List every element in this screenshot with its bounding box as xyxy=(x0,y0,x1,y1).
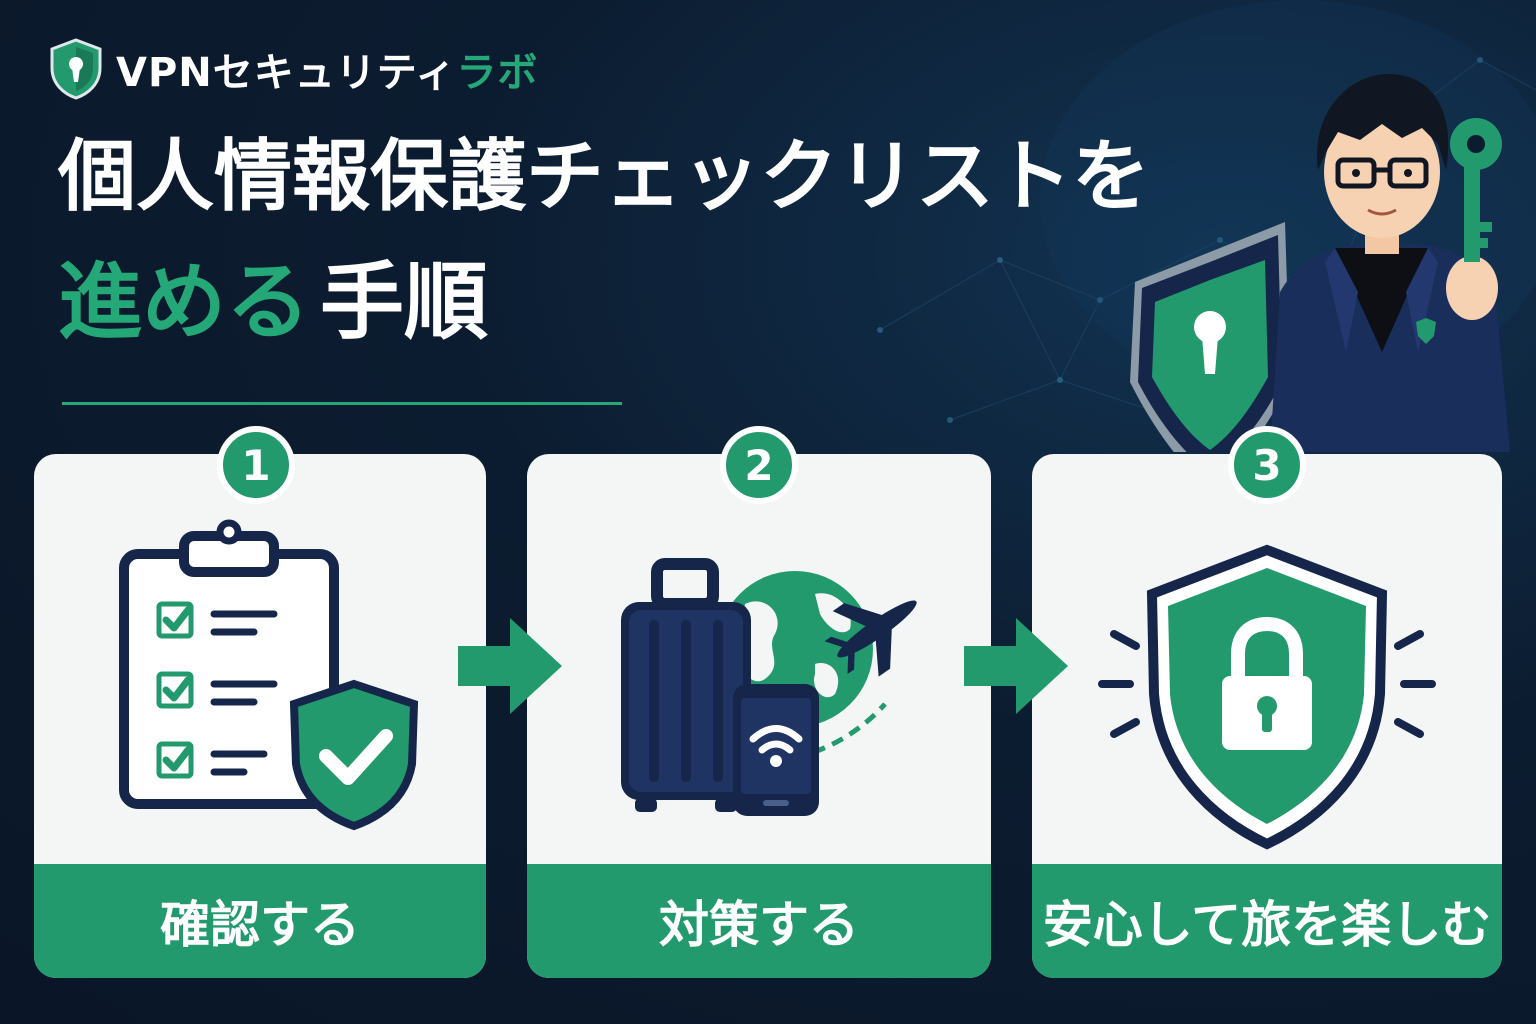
arrow-right-icon xyxy=(458,618,562,714)
guide-character-illustration xyxy=(1130,74,1510,452)
key-icon xyxy=(1450,118,1502,262)
step-card-2: 対策する xyxy=(527,454,991,978)
step-card-3: 安心して旅を楽しむ xyxy=(1032,454,1502,978)
headline-accent: 進める xyxy=(58,253,311,351)
shield-keyhole-icon xyxy=(50,38,102,100)
step-number-3: 3 xyxy=(1228,426,1306,504)
brand-name-accent: ラボ xyxy=(456,50,539,96)
headline-rest: 手順 xyxy=(320,253,489,351)
brand-logo: VPNセキュリティラボ xyxy=(48,38,538,100)
headline-line1: 個人情報保護チェックリストを xyxy=(58,132,1151,222)
luggage-globe-plane-phone-icon xyxy=(621,558,917,816)
step-label-1: 確認する xyxy=(34,864,486,978)
step-number-2: 2 xyxy=(720,426,798,504)
step-label-3: 安心して旅を楽しむ xyxy=(1032,864,1502,978)
held-shield-icon xyxy=(1130,222,1290,452)
headline-divider xyxy=(62,402,622,405)
shield-padlock-icon xyxy=(1098,544,1436,850)
step-card-1: 確認する xyxy=(34,454,486,978)
step-number-1: 1 xyxy=(217,426,295,504)
step-label-2: 対策する xyxy=(527,864,991,978)
headline-line2: 進める手順 xyxy=(58,260,1150,344)
brand-name-main: VPNセキュリティ xyxy=(116,50,457,96)
clipboard-checklist-shield-icon xyxy=(119,519,419,831)
headline: 個人情報保護チェックリストを 進める手順 xyxy=(58,138,1150,344)
brand-name: VPNセキュリティラボ xyxy=(116,40,538,98)
arrow-right-icon xyxy=(964,618,1068,714)
